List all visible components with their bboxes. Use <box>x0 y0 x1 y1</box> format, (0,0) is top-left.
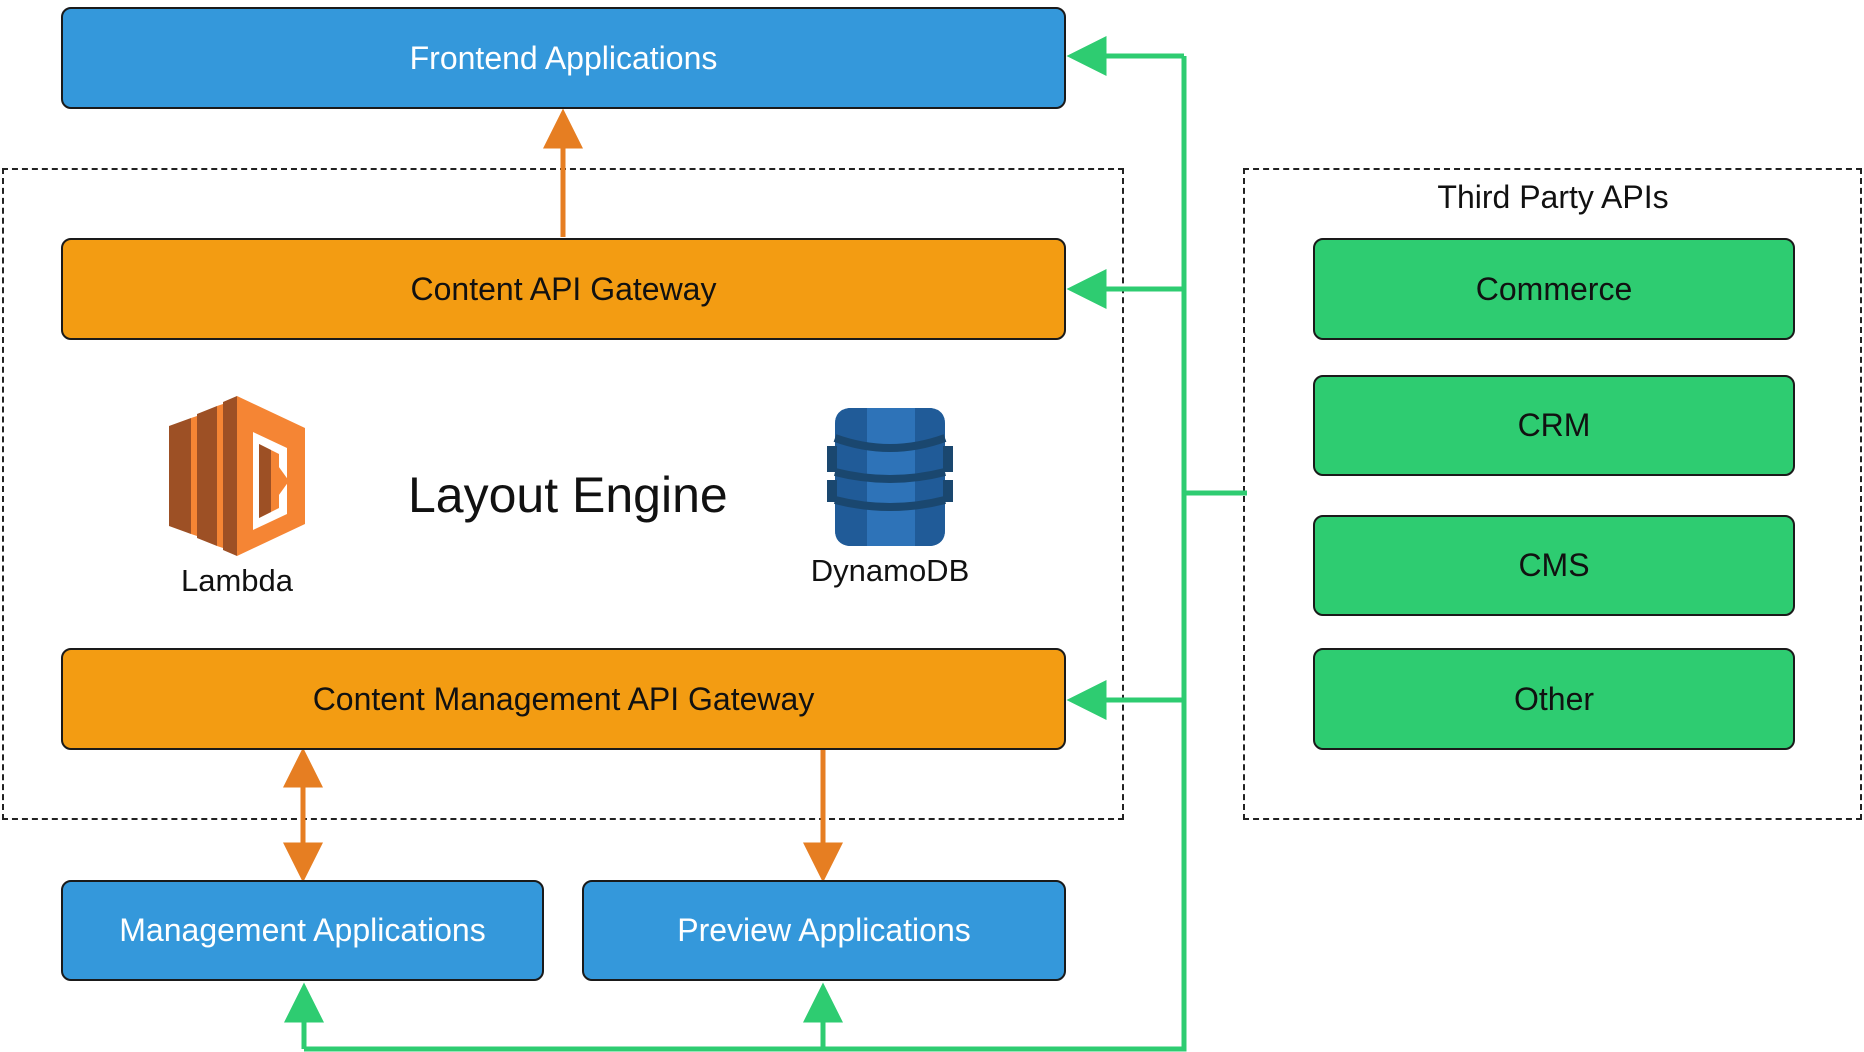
commerce-box: Commerce <box>1313 238 1795 340</box>
lambda-label: Lambda <box>180 563 294 598</box>
management-applications-box: Management Applications <box>61 880 544 981</box>
crm-box: CRM <box>1313 375 1795 476</box>
aws-dynamodb-icon <box>827 408 953 546</box>
content-management-api-gateway-label: Content Management API Gateway <box>312 680 815 717</box>
preview-applications-box: Preview Applications <box>582 880 1066 981</box>
cms-label: CMS <box>1518 547 1590 583</box>
other-box: Other <box>1313 648 1795 750</box>
content-api-gateway-box: Content API Gateway <box>61 238 1066 340</box>
frontend-applications-box: Frontend Applications <box>61 7 1066 109</box>
cms-box: CMS <box>1313 515 1795 616</box>
commerce-label: Commerce <box>1475 270 1633 307</box>
frontend-applications-label: Frontend Applications <box>409 39 718 76</box>
aws-lambda-icon <box>169 396 305 556</box>
layout-engine-title: Layout Engine <box>408 467 728 523</box>
content-management-api-gateway-box: Content Management API Gateway <box>61 648 1066 750</box>
content-api-gateway-label: Content API Gateway <box>410 270 717 307</box>
preview-applications-label: Preview Applications <box>677 912 971 948</box>
third-party-apis-title: Third Party APIs <box>1437 179 1669 215</box>
management-applications-label: Management Applications <box>119 912 486 948</box>
other-label: Other <box>1513 680 1595 717</box>
dynamodb-label: DynamoDB <box>810 553 970 588</box>
crm-label: CRM <box>1517 407 1591 443</box>
green-trunk-line <box>304 56 1187 1052</box>
